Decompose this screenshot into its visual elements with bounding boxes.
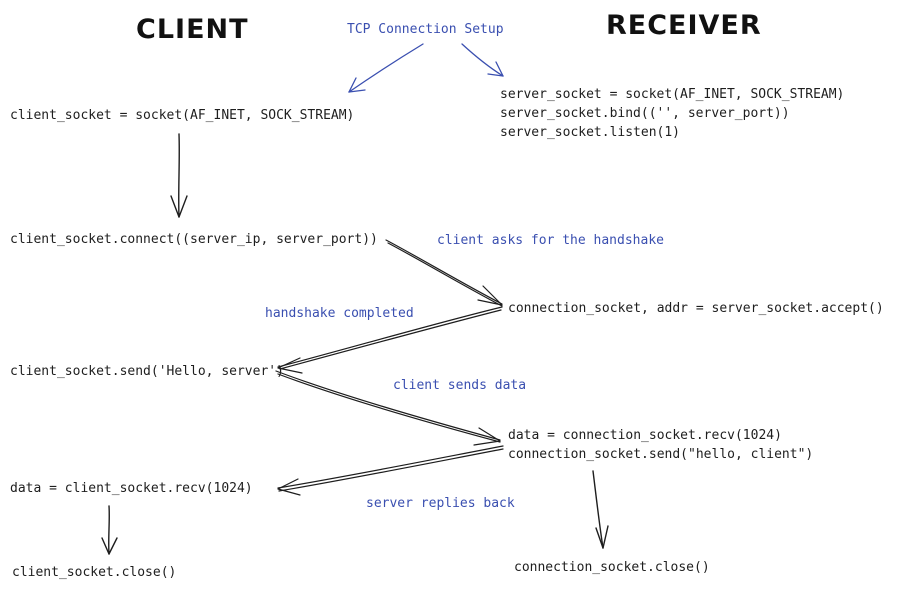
client-down-arrow-2 [101, 505, 118, 555]
receiver-bind: server_socket.bind(('', server_port)) [500, 106, 790, 121]
receiver-down-arrow [592, 470, 609, 549]
client-down-arrow-1 [170, 133, 188, 218]
client-sends-annotation: client sends data [393, 378, 527, 393]
accept-to-send-arrow [277, 306, 503, 374]
client-send: client_socket.send('Hello, server') [10, 364, 284, 379]
server-replies-annotation: server replies back [366, 496, 515, 511]
send-to-recv-arrow [275, 370, 501, 446]
tcp-setup-arrow-left [348, 43, 424, 93]
tcp-setup-arrow-right [461, 43, 504, 77]
client-connect: client_socket.connect((server_ip, server… [10, 232, 378, 247]
handshake-request-annotation: client asks for the handshake [437, 233, 664, 248]
receiver-recv: data = connection_socket.recv(1024) [508, 428, 782, 443]
client-create-socket: client_socket = socket(AF_INET, SOCK_STR… [10, 108, 355, 123]
receiver-accept: connection_socket, addr = server_socket.… [508, 301, 884, 316]
client-title: CLIENT [136, 14, 249, 45]
handshake-completed-annotation: handshake completed [265, 306, 414, 321]
client-close: client_socket.close() [12, 565, 177, 580]
receiver-close: connection_socket.close() [514, 560, 710, 575]
receiver-create-socket: server_socket = socket(AF_INET, SOCK_STR… [500, 87, 845, 102]
connect-to-accept-arrow [385, 239, 503, 307]
receiver-send: connection_socket.send("hello, client") [508, 447, 814, 462]
tcp-setup-annotation: TCP Connection Setup [347, 22, 504, 37]
client-recv: data = client_socket.recv(1024) [10, 481, 253, 496]
receiver-title: RECEIVER [606, 10, 762, 41]
reply-to-client-arrow [277, 445, 504, 496]
receiver-listen: server_socket.listen(1) [500, 125, 681, 140]
